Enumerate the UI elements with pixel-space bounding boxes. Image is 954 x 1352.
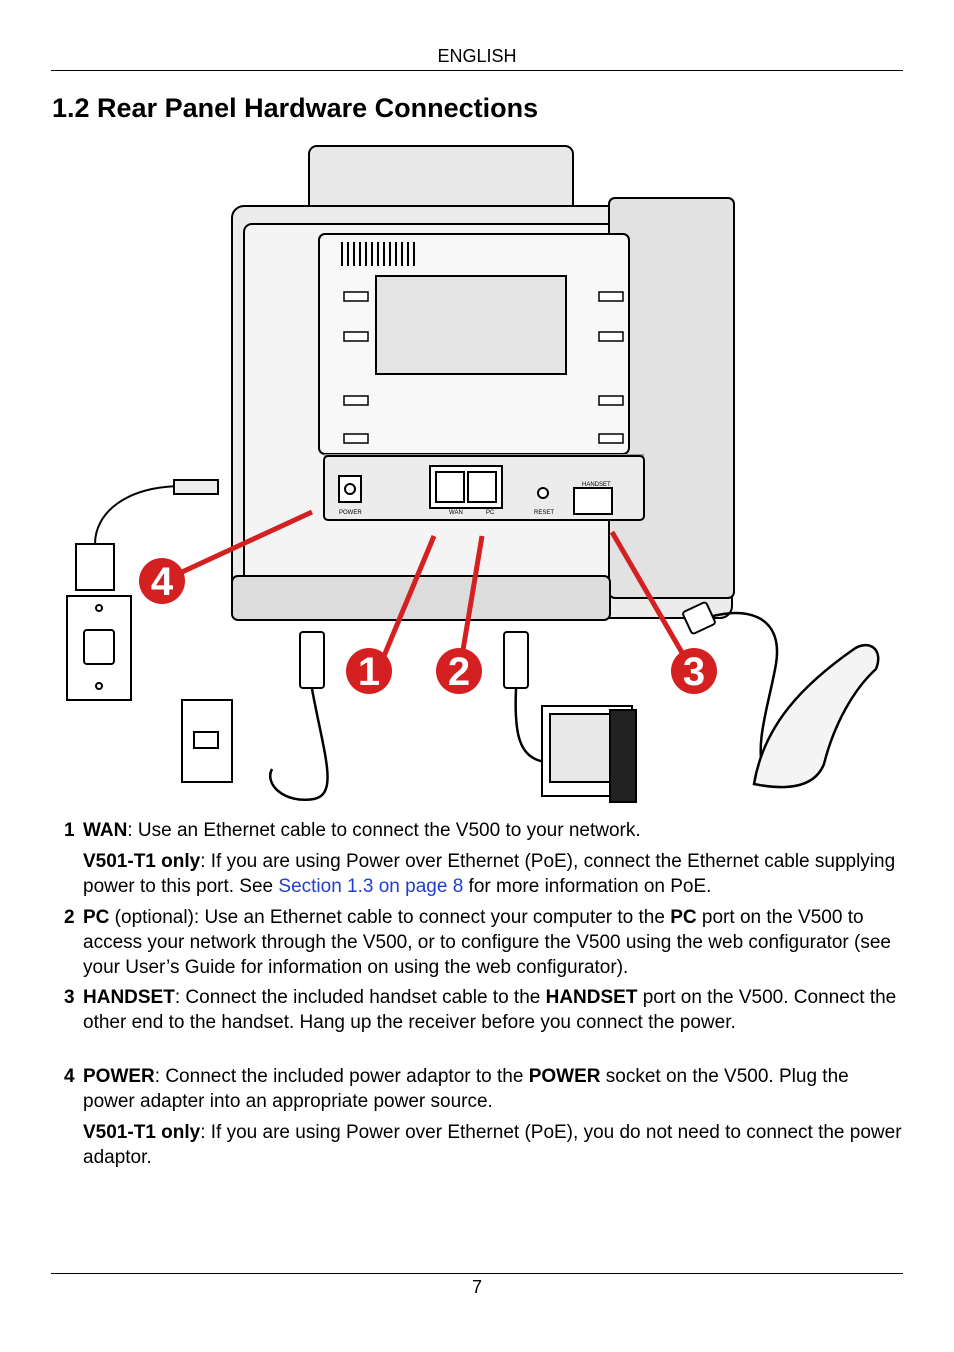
port-label-power: POWER (339, 510, 362, 516)
ports (338, 465, 613, 515)
vent-slots (341, 242, 415, 266)
wan-cable (269, 688, 329, 802)
header-rule (51, 70, 903, 71)
mount-slots (343, 291, 624, 444)
section-title: 1.2 Rear Panel Hardware Connections (52, 93, 539, 123)
power-outlet (66, 595, 132, 701)
callout-4: 4 (151, 560, 174, 604)
section-link[interactable]: Section 1.3 on page 8 (278, 876, 464, 897)
handset-cable (699, 611, 779, 775)
port-label-handset: HANDSET (582, 482, 611, 488)
port-label-pc: PC (486, 510, 495, 516)
ethernet-wall-jack (181, 699, 233, 783)
computer (541, 705, 637, 803)
power-adapter (75, 479, 219, 591)
reset-button (537, 487, 549, 499)
port-label-reset: RESET (534, 510, 554, 516)
page-number: 7 (471, 1277, 482, 1297)
list-item-handset: 3 HANDSET: Connect the included handset … (64, 987, 897, 1033)
list-item-pc: 2 PC (optional): Use an Ethernet cable t… (64, 907, 891, 978)
list-item-wan: 1 WAN: Use an Ethernet cable to connect … (64, 820, 896, 897)
port-label-wan: WAN (449, 510, 463, 516)
running-header: ENGLISH (437, 46, 517, 66)
callout-2: 2 (448, 650, 470, 694)
callout-1: 1 (358, 650, 380, 694)
footer-rule (51, 1273, 903, 1274)
pc-cable (514, 688, 547, 764)
rear-panel-illustration: POWER WAN PC RESET HANDSET (66, 145, 880, 803)
phone-body (231, 145, 735, 621)
list-item-power: 4 POWER: Connect the included power adap… (64, 1066, 902, 1168)
callout-3: 3 (683, 650, 705, 694)
handset-port (573, 487, 613, 515)
handset (752, 643, 880, 789)
